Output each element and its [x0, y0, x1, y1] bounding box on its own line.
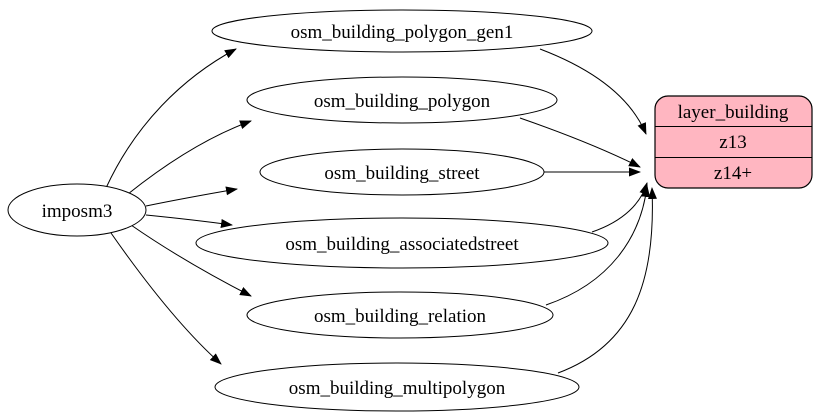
node-osm_building_multipolygon: osm_building_multipolygon	[214, 362, 580, 412]
layer_building-box	[654, 95, 813, 189]
edge-imposm3-to-osm_building_relation	[130, 224, 252, 297]
osm_building_polygon_gen1-ellipse	[211, 9, 593, 53]
osm_building_street-label: osm_building_street	[324, 163, 480, 184]
edge-osm_building_associatedstreet-to-z14	[591, 182, 649, 233]
edge-imposm3-to-osm_building_polygon_gen1	[105, 48, 237, 189]
layer_building-row-z14: z14+	[714, 163, 752, 184]
imposm3-ellipse	[7, 183, 147, 237]
node-layer_building: layer_building z13 z14+	[654, 95, 813, 189]
node-osm_building_polygon: osm_building_polygon	[246, 76, 558, 124]
layer_building-row-z13: z13	[719, 132, 746, 153]
edge-imposm3-to-osm_building_multipolygon	[110, 232, 222, 365]
osm_building_multipolygon-ellipse	[214, 362, 580, 412]
edge-osm_building_multipolygon-to-z14	[557, 187, 657, 374]
osm_building_polygon_gen1-label: osm_building_polygon_gen1	[291, 22, 514, 43]
edge-imposm3-to-osm_building_street	[145, 186, 238, 207]
edge-imposm3-to-osm_building_associatedstreet	[145, 214, 233, 228]
node-osm_building_associatedstreet: osm_building_associatedstreet	[195, 217, 609, 269]
imposm3-label: imposm3	[42, 201, 113, 222]
osm_building_polygon-label: osm_building_polygon	[314, 91, 491, 112]
edge-osm_building_polygon_gen1-to-z13	[539, 48, 647, 135]
node-imposm3: imposm3	[7, 183, 147, 237]
node-osm_building_relation: osm_building_relation	[246, 291, 554, 339]
osm_building_relation-ellipse	[246, 291, 554, 339]
edge-osm_building_relation-to-z14	[545, 185, 651, 306]
osm_building_associatedstreet-ellipse	[195, 217, 609, 269]
osm_building_street-ellipse	[259, 148, 545, 196]
edge-group-source-to-tables	[105, 48, 252, 365]
osm_building_multipolygon-label: osm_building_multipolygon	[289, 378, 506, 399]
node-osm_building_street: osm_building_street	[259, 148, 545, 196]
osm_building_associatedstreet-label: osm_building_associatedstreet	[285, 234, 519, 255]
layer_building-title: layer_building	[678, 102, 789, 123]
edge-imposm3-to-osm_building_polygon	[127, 120, 252, 195]
osm_building_polygon-ellipse	[246, 76, 558, 124]
node-osm_building_polygon_gen1: osm_building_polygon_gen1	[211, 9, 593, 53]
osm_building_relation-label: osm_building_relation	[314, 306, 487, 327]
edge-group-tables-to-layer	[519, 48, 657, 374]
edge-osm_building_polygon-to-z14	[519, 117, 641, 168]
